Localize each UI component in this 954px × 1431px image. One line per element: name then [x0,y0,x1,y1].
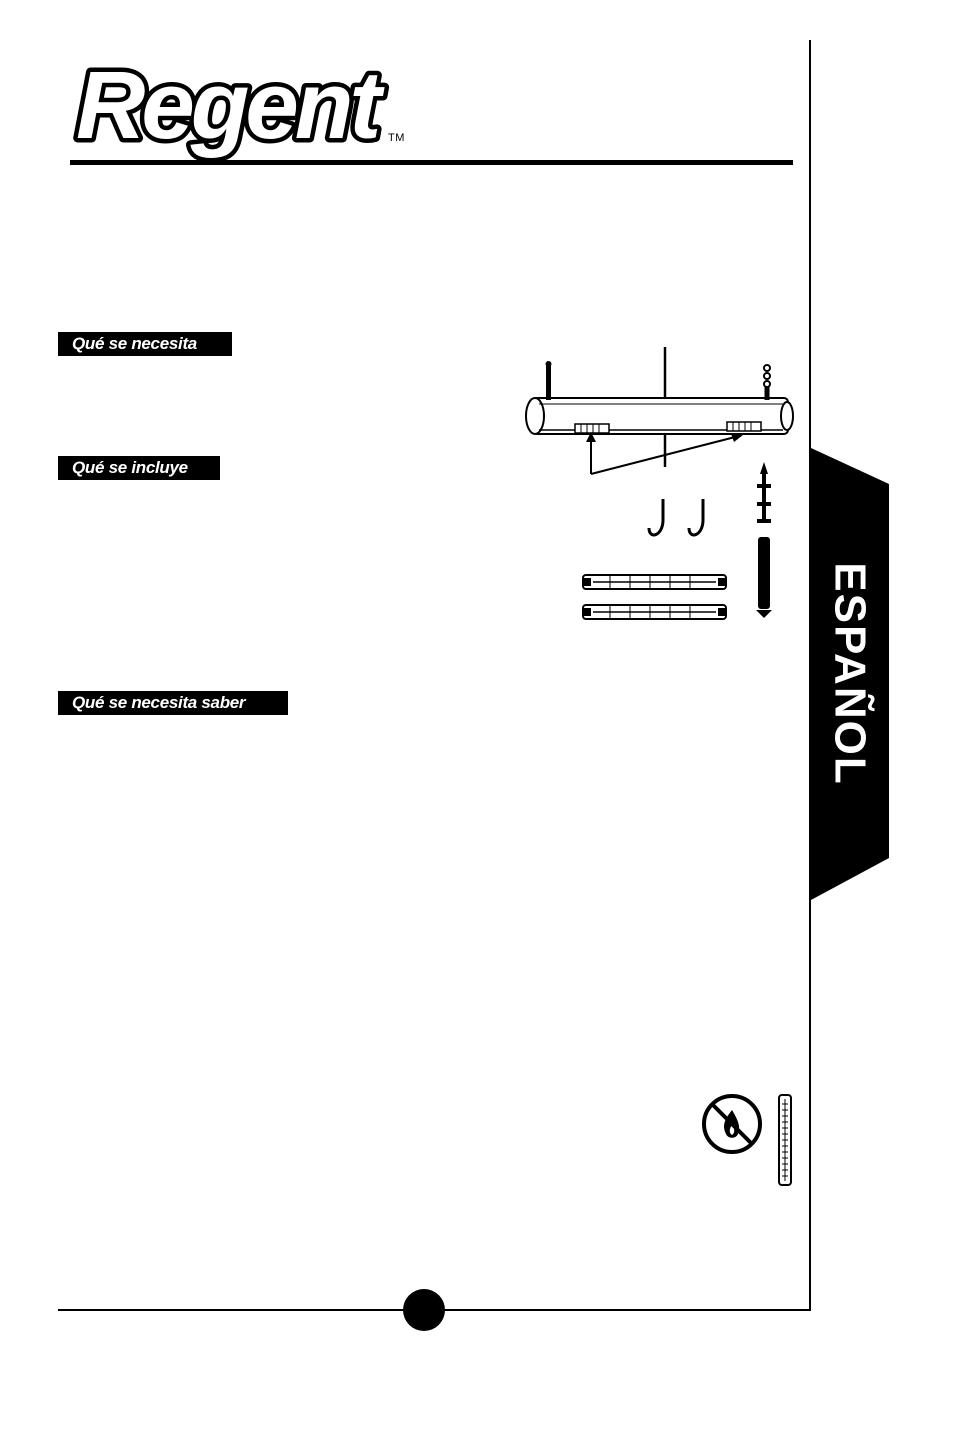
language-tab-label-wrap: ESPAÑOL [811,448,889,900]
ceiling-hook-icon [647,499,665,537]
section-label-whats-included: Qué se incluye [58,456,220,480]
language-tab [811,448,889,900]
ceiling-hook-icon [687,499,705,537]
brand-logo: Regent Regent TM [70,40,430,170]
header-divider [70,160,793,165]
no-fire-icon [702,1094,762,1154]
regent-logo-icon: Regent Regent [72,48,394,164]
language-tab-label: ESPAÑOL [826,562,875,786]
halogen-lamp-icon [582,574,727,590]
halogen-lamp-icon [582,604,727,620]
trademark-mark: TM [388,132,405,144]
light-fixture-parts-illustration [525,347,794,620]
logo-wordmark-outline: Regent [76,52,385,159]
left-chain-stub [763,364,771,400]
logo-wordmark: Regent [76,52,385,159]
hanging-chain-icon [756,462,772,618]
ruler-icon [778,1094,792,1186]
section-label-what-you-need: Qué se necesita [58,332,232,356]
page-side-border [809,40,811,1311]
page-marker [403,1289,445,1331]
section-label-what-to-know: Qué se necesita saber [58,691,288,715]
